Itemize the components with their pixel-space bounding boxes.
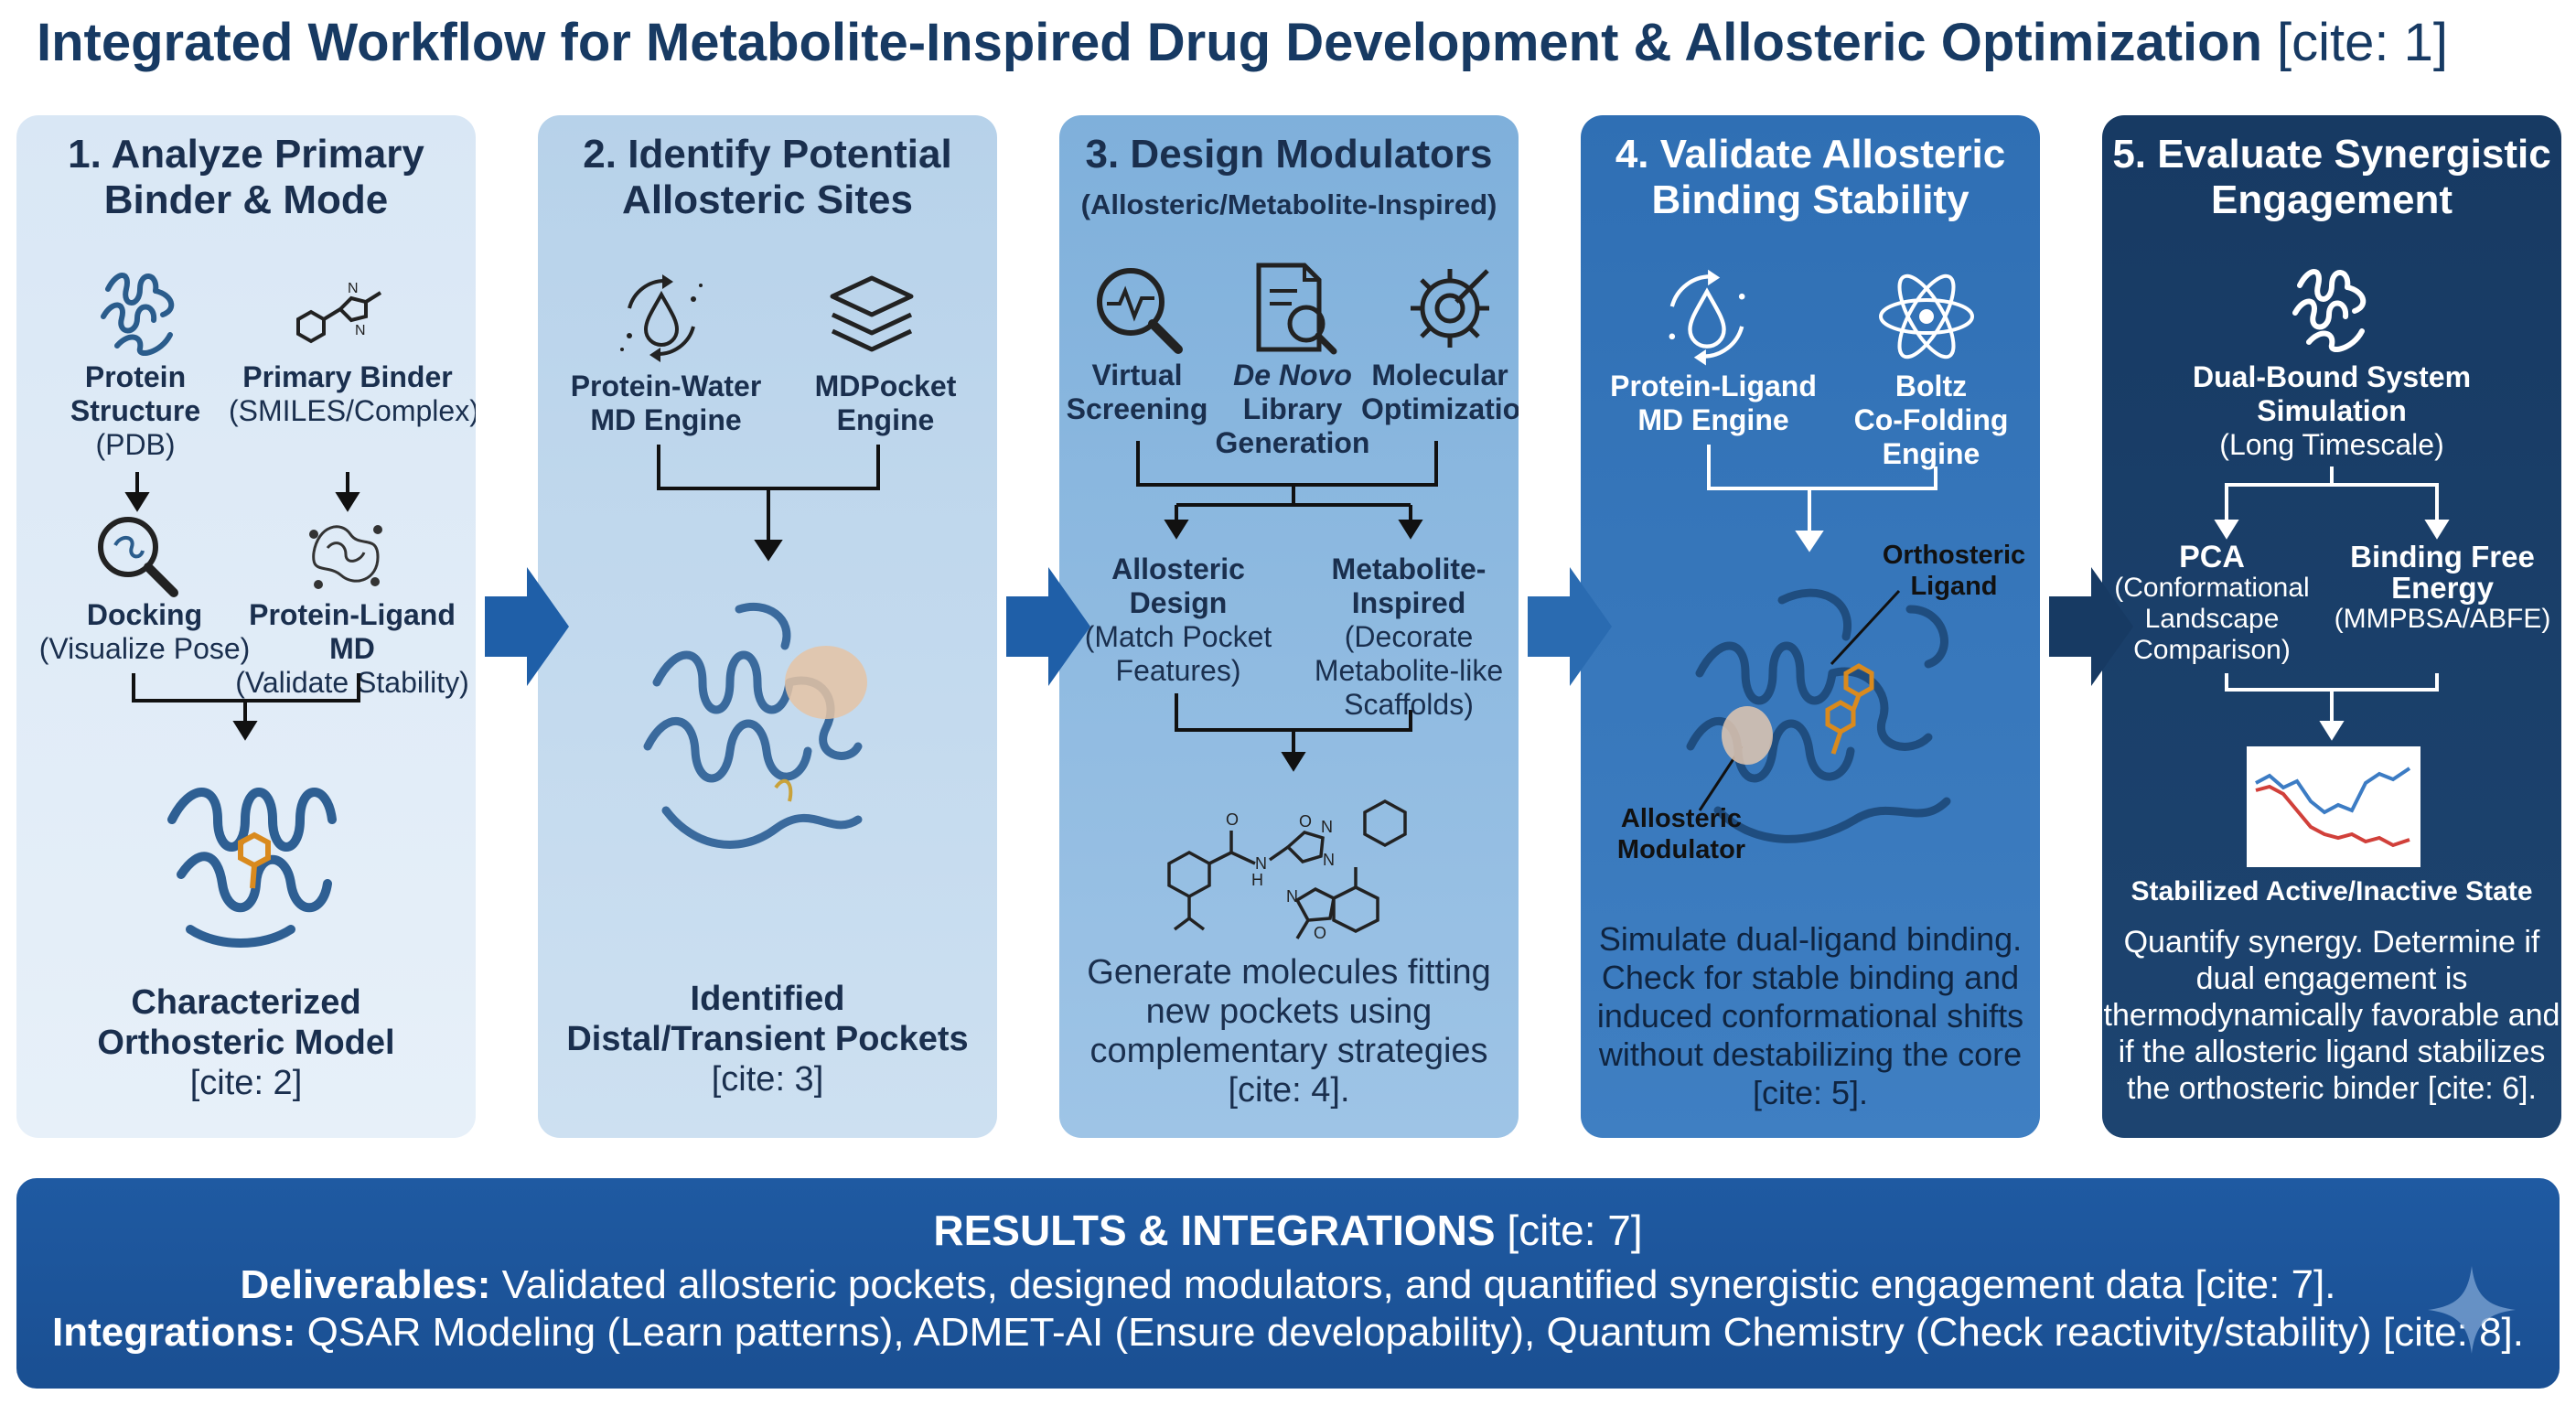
step-3-panel: 3. Design Modulators (Allosteric/Metabol… — [1059, 115, 1519, 1138]
gear-icon — [1400, 258, 1500, 359]
svg-text:N: N — [1321, 818, 1333, 836]
step-5-result: Quantify synergy. Determine if dual enga… — [2103, 925, 2560, 1106]
arrow-step-1-to-2 — [485, 567, 569, 686]
protein-structure-icon — [90, 262, 190, 362]
binding-free-energy-label: Binding Free Energy (MMPBSA/ABFE) — [2334, 540, 2551, 635]
atom-icon — [1872, 262, 1981, 371]
svg-text:H: H — [1251, 871, 1263, 889]
protein-structure-icon — [2281, 258, 2382, 359]
mdpocket-engine-label: MDPocket Engine — [814, 370, 957, 436]
svg-text:N: N — [355, 323, 366, 338]
document-search-icon — [1242, 258, 1343, 359]
step-1-title: 1. Analyze Primary Binder & Mode — [68, 132, 424, 222]
metabolite-inspired-label: Metabolite- Inspired (Decorate Metabolit… — [1314, 552, 1504, 721]
step-4-result: Simulate dual-ligand binding. Check for … — [1596, 920, 2024, 1111]
boltz-cofolding-engine-label: Boltz Co-Folding Engine — [1853, 370, 2009, 470]
panel-2-connectors — [657, 445, 880, 562]
svg-text:N: N — [348, 281, 359, 296]
allosteric-modulator-label: Allosteric Modulator — [1616, 804, 1746, 864]
md-simulation-icon — [300, 507, 392, 598]
water-drop-cycle-icon — [611, 267, 712, 368]
step-2-result: Identified Distal/Transient Pockets [cit… — [566, 980, 969, 1099]
protein-pocket-model-icon — [629, 591, 904, 893]
svg-text:N: N — [1255, 854, 1267, 873]
svg-text:O: O — [1314, 924, 1326, 942]
screening-magnifier-icon — [1087, 258, 1187, 359]
step-2-panel: 2. Identify Potential Allosteric Sites P… — [538, 115, 997, 1138]
de-novo-library-label: De Novo Library Generation — [1215, 359, 1370, 459]
dual-bound-simulation-label: Dual-Bound System Simulation (Long Times… — [2192, 360, 2472, 461]
step-5-panel: 5. Evaluate Synergistic Engagement Dual-… — [2102, 115, 2561, 1138]
step-4-panel: 4. Validate Allosteric Binding Stability… — [1581, 115, 2040, 1138]
protein-ligand-md-label: Protein-Ligand MD (Validate Stability) — [235, 598, 469, 699]
protein-structure-label: Protein Structure (PDB) — [70, 360, 201, 461]
molecular-optimization-label: Molecular Optimization — [1361, 359, 1519, 425]
banner-title: RESULTS & INTEGRATIONS [cite: 7] — [933, 1207, 1643, 1254]
protein-water-md-label: Protein-Water MD Engine — [570, 370, 762, 436]
results-banner: RESULTS & INTEGRATIONS [cite: 7] Deliver… — [16, 1178, 2560, 1389]
deliverables-line: Deliverables: Validated allosteric pocke… — [240, 1262, 2336, 1307]
svg-text:O: O — [1226, 810, 1239, 829]
step-1-result: Characterized Orthosteric Model [cite: 2… — [97, 983, 395, 1102]
step-3-title: 3. Design Modulators — [1085, 132, 1493, 177]
plot-caption: Stabilized Active/Inactive State — [2131, 876, 2533, 906]
primary-binder-label: Primary Binder (SMILES/Complex) — [229, 360, 476, 427]
arrow-step-2-to-3 — [1006, 567, 1090, 686]
orthosteric-protein-model-icon — [154, 746, 355, 957]
step-2-title: 2. Identify Potential Allosteric Sites — [583, 132, 952, 222]
pca-label: PCA (Conformational Landscape Comparison… — [2114, 540, 2310, 665]
water-drop-cycle-icon — [1652, 262, 1762, 371]
page-title: Integrated Workflow for Metabolite-Inspi… — [37, 12, 2448, 72]
panel-1-connectors — [124, 472, 360, 741]
svg-text:O: O — [1299, 812, 1312, 831]
panel-5-connectors — [2214, 467, 2450, 741]
step-3-subtitle: (Allosteric/Metabolite-Inspired) — [1080, 188, 1497, 220]
molecule-icon: N N — [282, 269, 401, 351]
virtual-screening-label: Virtual Screening — [1066, 359, 1208, 425]
svg-text:N: N — [1323, 851, 1335, 869]
docking-label: Docking (Visualize Pose) — [38, 598, 251, 665]
step-3-result: Generate molecules fitting new pockets u… — [1087, 953, 1491, 1110]
svg-text:N: N — [1286, 887, 1298, 906]
step-4-title: 4. Validate Allosteric Binding Stability — [1615, 132, 2006, 222]
step-5-title: 5. Evaluate Synergistic Engagement — [2112, 132, 2551, 222]
panel-4-connectors — [1698, 445, 1937, 811]
integrations-line: Integrations: QSAR Modeling (Learn patte… — [51, 1310, 2525, 1355]
arrow-step-4-to-5 — [2049, 567, 2133, 686]
trajectory-plot-icon — [2247, 746, 2420, 867]
dual-bound-protein-model-icon — [1672, 573, 1983, 865]
step-1-panel: 1. Analyze Primary Binder & Mode N N Pro… — [16, 115, 476, 1138]
arrow-step-3-to-4 — [1528, 567, 1612, 686]
sparkle-icon — [2428, 1266, 2516, 1354]
layers-icon — [821, 267, 922, 368]
magnifier-docking-icon — [90, 509, 181, 600]
orthosteric-ligand-label: Orthosteric Ligand — [1882, 541, 2026, 601]
allosteric-design-label: Allosteric Design (Match Pocket Features… — [1084, 552, 1272, 687]
panel-3-connectors — [1136, 441, 1438, 772]
protein-ligand-md-engine-label: Protein-Ligand MD Engine — [1610, 370, 1817, 436]
